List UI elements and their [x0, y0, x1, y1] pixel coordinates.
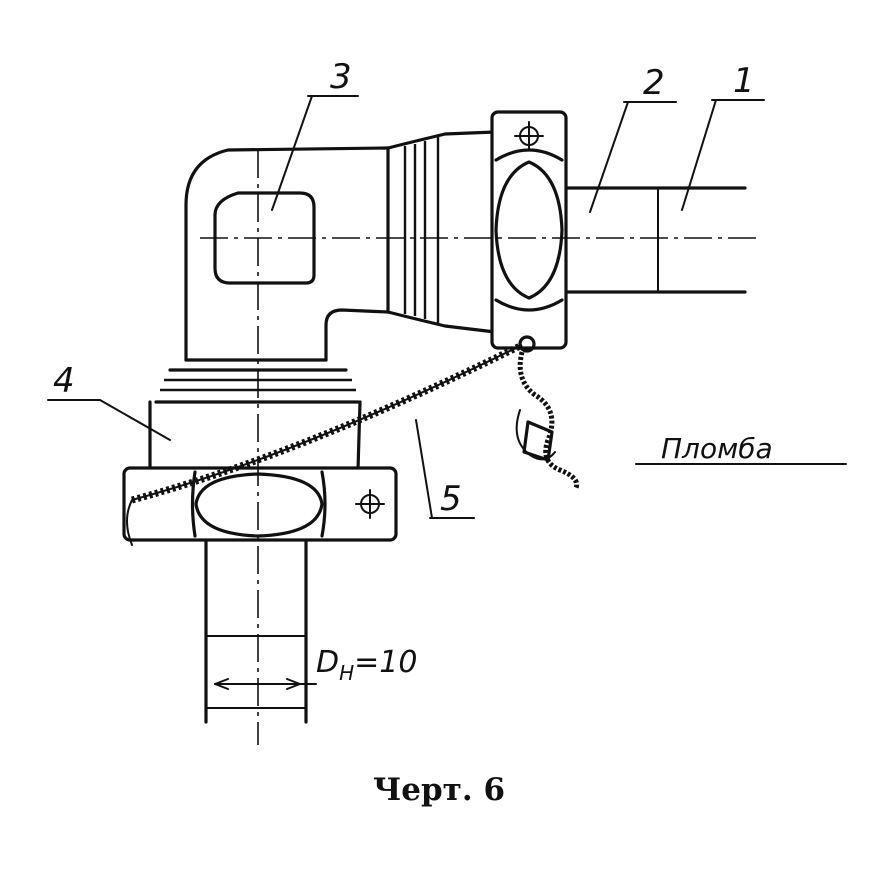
- lower-thread: [148, 358, 362, 472]
- lead-seal: [515, 351, 580, 489]
- leader-lines: [47, 95, 847, 519]
- elbow-body: [184, 146, 390, 362]
- seal-wire: [126, 341, 524, 546]
- diameter-value: =10: [354, 645, 417, 680]
- label-seal: Пломба: [661, 432, 773, 465]
- union-collar: [386, 130, 497, 334]
- diameter-subscript: H: [339, 661, 354, 685]
- label-part-2: 2: [643, 63, 665, 103]
- label-part-5: 5: [440, 479, 462, 519]
- lower-nut: [122, 466, 398, 542]
- axis-lines: [200, 150, 760, 745]
- right-nut: [490, 110, 568, 353]
- label-part-4: 4: [53, 361, 75, 401]
- horizontal-pipe: [561, 186, 747, 294]
- label-part-3: 3: [330, 57, 352, 97]
- label-part-1: 1: [733, 61, 755, 101]
- diameter-symbol: D: [316, 645, 339, 680]
- diameter-label: DH=10: [316, 645, 417, 685]
- figure-caption: Черт. 6: [372, 772, 506, 808]
- vertical-pipe: [204, 538, 317, 724]
